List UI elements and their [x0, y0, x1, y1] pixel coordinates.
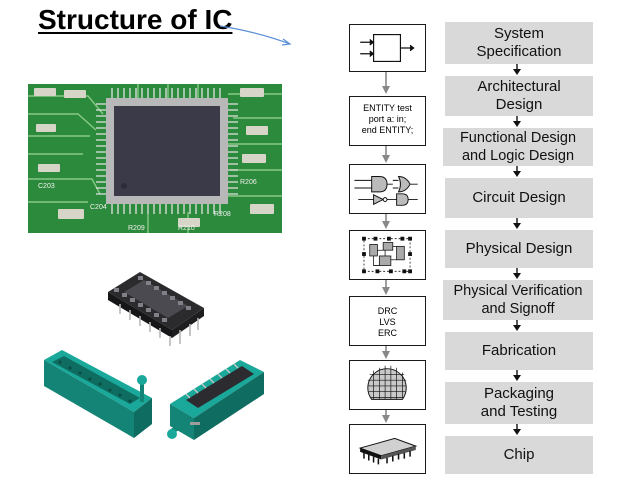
- circuit-layout-icon: [349, 230, 426, 280]
- dip-socket-photo: [100, 264, 208, 361]
- connector-arrow-icon: [382, 72, 390, 94]
- hdl-code-icon: ENTITY test port a: in; end ENTITY;: [349, 96, 426, 146]
- pcb-label: C203: [38, 183, 55, 190]
- step-packaging-testing: Packaging and Testing: [445, 382, 593, 424]
- connector-arrow-icon: [382, 280, 390, 295]
- wafer-icon: [349, 360, 426, 410]
- pcb-label: C204: [90, 204, 107, 211]
- connector-arrow-icon: [382, 410, 390, 423]
- step-fabrication: Fabrication: [445, 332, 593, 370]
- down-arrow-icon: [513, 370, 521, 381]
- verification-icon: DRC LVS ERC: [349, 296, 426, 346]
- step-system-specification: System Specification: [445, 22, 593, 64]
- system-spec-icon: [349, 24, 426, 72]
- connector-arrow-icon: [382, 146, 390, 163]
- chip-package-icon: [349, 424, 426, 474]
- step-circuit-design: Circuit Design: [445, 178, 593, 218]
- pcb-label: R210: [178, 225, 195, 232]
- title-pointer-arrow-icon: [219, 25, 292, 46]
- down-arrow-icon: [513, 166, 521, 177]
- step-physical-verification-signoff: Physical Verification and Signoff: [443, 280, 593, 320]
- step-architectural-design: Architectural Design: [445, 76, 593, 116]
- down-arrow-icon: [513, 116, 521, 127]
- down-arrow-icon: [513, 320, 521, 331]
- connector-arrow-icon: [382, 214, 390, 229]
- drc-lvs-erc-text: DRC LVS ERC: [377, 306, 398, 338]
- step-physical-design: Physical Design: [445, 230, 593, 268]
- pcb-chip-photo: C204 R208 R209 R210 C203 R206: [28, 84, 282, 233]
- down-arrow-icon: [513, 218, 521, 229]
- step-chip: Chip: [445, 436, 593, 474]
- slide-title: Structure of IC: [38, 4, 233, 35]
- down-arrow-icon: [513, 424, 521, 435]
- connector-arrow-icon: [382, 346, 390, 359]
- pcb-label: R209: [128, 225, 145, 232]
- zif-socket-photo: [40, 346, 276, 450]
- down-arrow-icon: [513, 268, 521, 279]
- logic-gates-icon: [349, 164, 426, 214]
- entity-code-text: ENTITY test port a: in; end ENTITY;: [361, 103, 414, 135]
- down-arrow-icon: [513, 64, 521, 75]
- pcb-label: R206: [240, 179, 257, 186]
- pcb-label: R208: [214, 211, 231, 218]
- step-functional-logic-design: Functional Design and Logic Design: [443, 128, 593, 166]
